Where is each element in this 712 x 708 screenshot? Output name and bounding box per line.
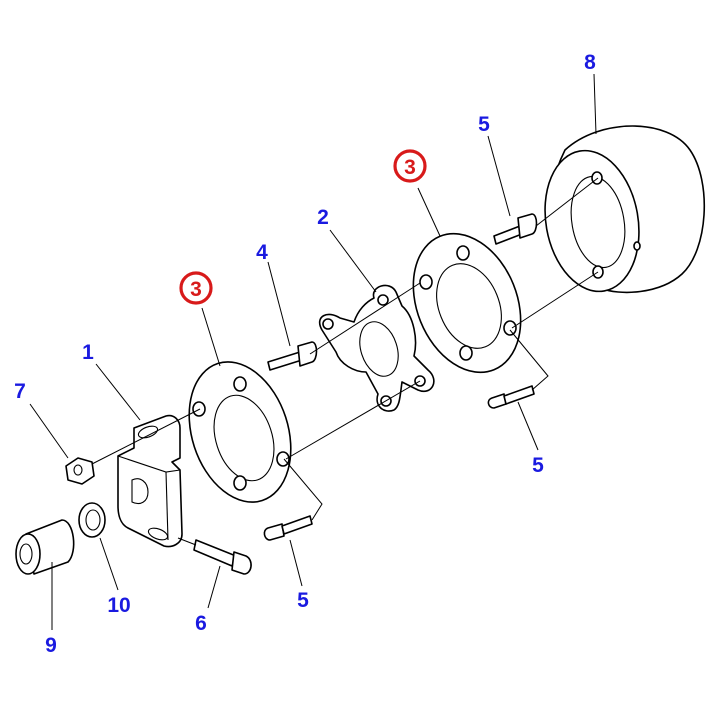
label-5b: 5	[532, 454, 544, 477]
assembly-lines	[91, 177, 599, 546]
part-3-lower-plate	[188, 361, 292, 503]
label-9: 9	[45, 634, 57, 657]
part-3-upper-plate	[412, 232, 522, 374]
label-5c: 5	[297, 589, 309, 612]
label-6: 6	[195, 612, 207, 635]
part-10-washer	[78, 502, 106, 538]
bolt-part-5-right	[487, 385, 535, 409]
bolt-part-5-lower	[263, 515, 313, 541]
part-7-nut	[65, 457, 95, 485]
bolt-part-4	[267, 341, 318, 371]
part-8-housing	[544, 125, 706, 294]
callout-3-lower: 3	[179, 271, 213, 305]
leader-lines	[29, 73, 597, 630]
callout-3-upper: 3	[393, 149, 427, 183]
label-5a: 5	[478, 113, 490, 136]
bolt-part-6	[193, 539, 252, 575]
part-labels: 1 2 3 3 4 5 5 5 6 7 8 9 10	[14, 51, 596, 657]
label-8: 8	[584, 51, 596, 74]
bolt-part-5-upper	[493, 213, 538, 245]
label-7: 7	[14, 380, 26, 403]
part-2-flange	[318, 284, 435, 412]
label-3b: 3	[404, 156, 416, 179]
part-1-bracket	[117, 414, 183, 548]
label-2: 2	[317, 206, 329, 229]
part-9-sleeve	[15, 519, 75, 575]
label-10: 10	[107, 594, 130, 617]
label-3a: 3	[190, 278, 202, 301]
label-1: 1	[82, 341, 94, 364]
label-4: 4	[256, 241, 268, 264]
